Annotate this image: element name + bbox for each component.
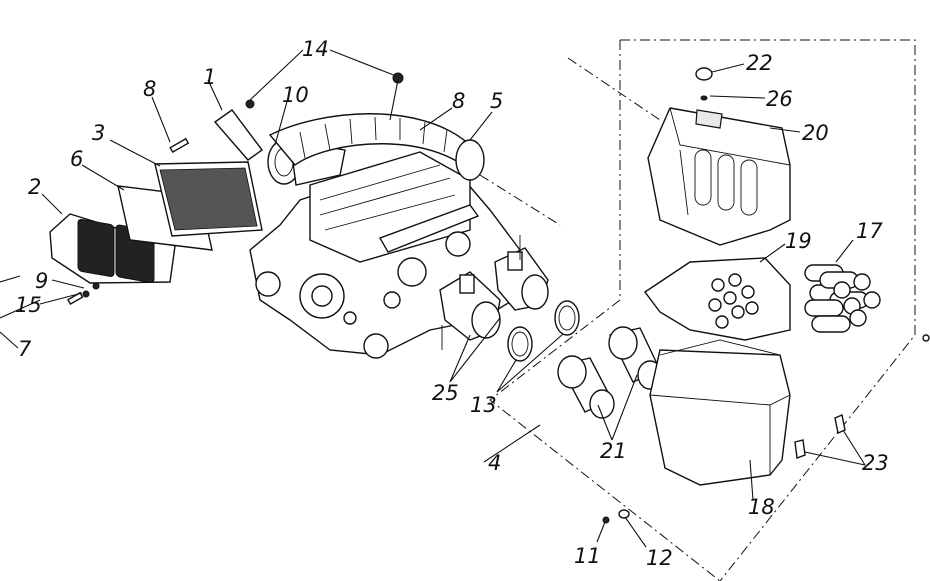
callout-15: 15: [15, 293, 42, 317]
airbox-assembly-outline: [479, 39, 916, 581]
callout-4: 4: [488, 451, 501, 475]
callout-8-left: 8: [143, 77, 156, 101]
callout-26: 26: [766, 87, 793, 111]
callout-1: 1: [203, 65, 216, 89]
callout-7: 7: [18, 337, 32, 361]
airbox-plate: [643, 257, 791, 341]
hose-clamps: [507, 300, 580, 362]
leader-lines: [0, 49, 866, 548]
carburetors: [439, 235, 549, 350]
callout-6: 6: [70, 147, 83, 171]
intake-adapters: [557, 326, 663, 419]
callout-12: 12: [646, 546, 673, 570]
callout-5: 5: [490, 89, 503, 113]
callout-3: 3: [92, 121, 105, 145]
callout-13: 13: [470, 393, 497, 417]
airbox-base: [649, 339, 791, 486]
airbox-lid: [647, 107, 791, 246]
clips: [794, 414, 846, 459]
callout-labels: 1 2 3 4 5 6 7 8 8 9 10 11 12 13 14 15 17…: [15, 37, 889, 570]
callout-17: 17: [856, 219, 883, 243]
callout-20: 20: [802, 121, 829, 145]
callout-9: 9: [35, 269, 48, 293]
callout-18: 18: [748, 495, 775, 519]
callout-21: 21: [600, 439, 627, 463]
filter-cartridge: [154, 161, 263, 237]
callout-11: 11: [574, 544, 601, 568]
callout-25: 25: [432, 381, 459, 405]
callout-2: 2: [28, 175, 41, 199]
cap-and-washer: [695, 67, 713, 101]
callout-22: 22: [746, 51, 773, 75]
small-hardware: [66, 72, 930, 342]
callout-19: 19: [785, 229, 812, 253]
callout-23: 23: [862, 451, 889, 475]
callout-10: 10: [282, 83, 309, 107]
callout-14: 14: [302, 37, 329, 61]
callout-8-right: 8: [452, 89, 465, 113]
silencer-tubes: [804, 264, 881, 333]
intake-hose: [268, 113, 485, 181]
screw-and-washer: [602, 509, 630, 524]
